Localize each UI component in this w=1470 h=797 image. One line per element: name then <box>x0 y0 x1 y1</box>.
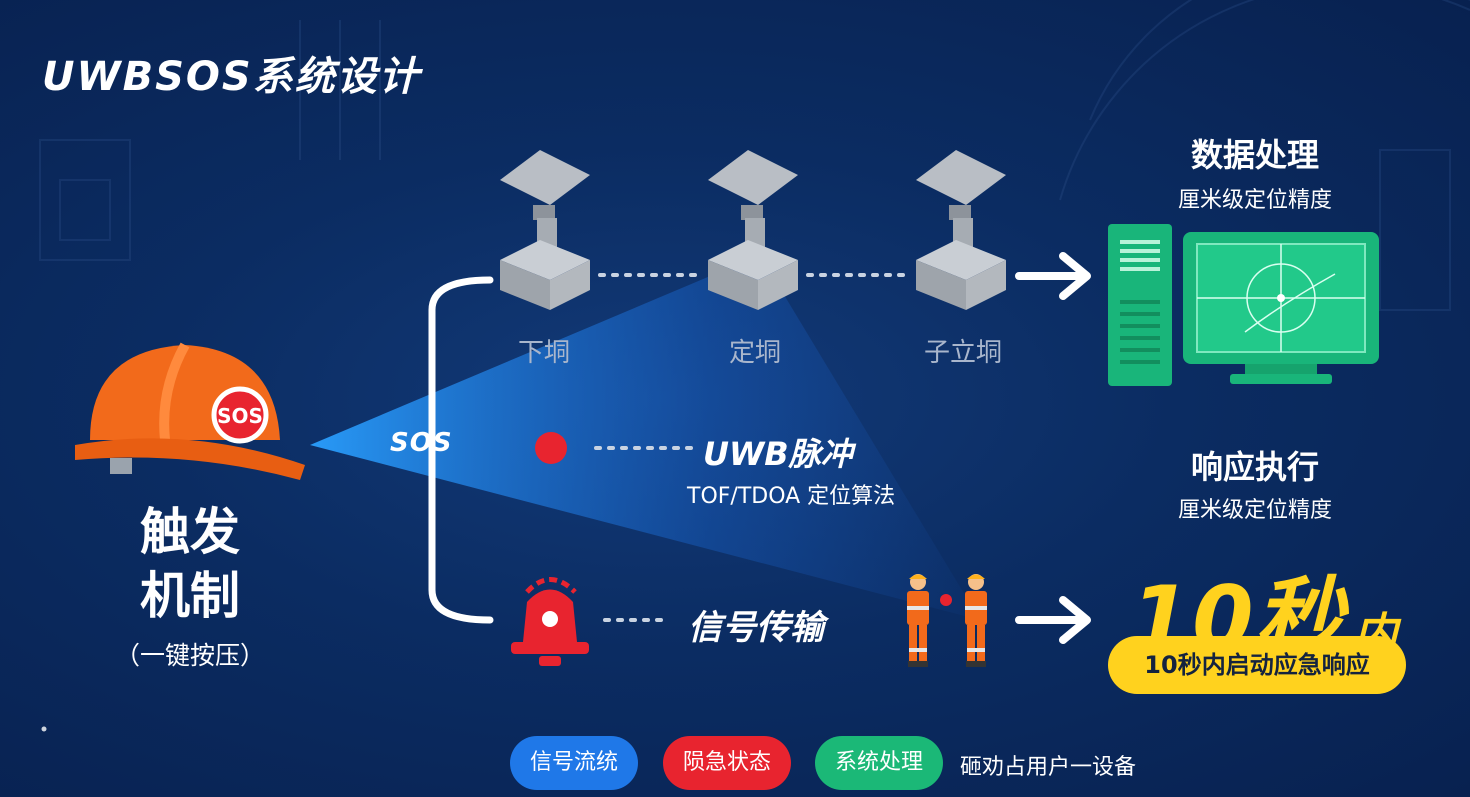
arrow-right-icon <box>1015 596 1091 644</box>
trigger-line1: 触发 <box>140 503 240 561</box>
branch-bracket <box>428 276 494 624</box>
trigger-line2: 机制 <box>140 567 240 625</box>
computer-icon <box>1108 224 1379 386</box>
uwb-anchors <box>500 150 1006 310</box>
legend-item-processing: 系统处理 <box>815 736 943 790</box>
signal-title: 信号传输 <box>688 608 824 648</box>
data-processing-subtitle: 厘米级定位精度 <box>1177 188 1332 213</box>
legend-extra-text: 砸劝占用户一设备 <box>960 755 1137 780</box>
anchor-label-3: 子立垌 <box>923 338 1002 368</box>
trigger-heading: 触发 机制 <box>95 500 285 628</box>
response-title: 响应执行 <box>1190 448 1319 486</box>
uwb-pulse-dot <box>535 432 697 464</box>
uwb-title: UWB脉冲 <box>703 435 853 473</box>
response-subtitle: 厘米级定位精度 <box>1177 498 1332 523</box>
anchor-label-2: 定垌 <box>728 338 781 368</box>
legend-item-signal: 信号流统 <box>510 736 638 790</box>
trigger-subtitle: （一键按压） <box>114 641 265 670</box>
page-title: UWBSOS系统设计 <box>42 54 421 100</box>
alarm-bell-icon <box>511 577 669 666</box>
sos-label: SOS <box>390 428 453 458</box>
rescue-workers-icon <box>907 574 987 667</box>
anchor-label-1: 下垌 <box>517 338 570 368</box>
response-pill: 10秒内启动应急响应 <box>1108 636 1406 694</box>
arrow-right-icon <box>1015 252 1091 300</box>
data-processing-title: 数据处理 <box>1190 136 1319 174</box>
uwb-subtitle: TOF/TDOA 定位算法 <box>687 484 896 509</box>
helmet-sos-badge: SOS <box>217 404 263 428</box>
legend-item-emergency: 陨急状态 <box>663 736 791 790</box>
helmet-icon: SOS <box>75 342 305 480</box>
